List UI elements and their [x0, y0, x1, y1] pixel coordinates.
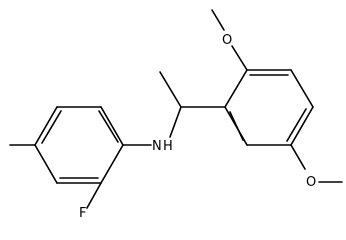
methoxy-bottom-bond-ring: [290, 144, 306, 170]
hydrogen-label: H: [163, 139, 173, 154]
oxygen-bottom-label: O: [306, 175, 316, 190]
nitrogen-label: N: [152, 139, 162, 154]
amine-methine-bond: [169, 106, 182, 138]
oxygen-top-label: O: [222, 33, 232, 48]
fluorine-bond: [86, 182, 102, 209]
chemical-structure-diagram: N H F O O: [9, 9, 343, 219]
fluorine-label: F: [79, 206, 86, 219]
methyl-bond-chiral: [159, 71, 182, 108]
methoxy-top-bond-methyl: [211, 9, 225, 31]
dimethoxy-phenyl-ring: [224, 69, 314, 146]
methoxy-top-bond-ring: [231, 45, 248, 71]
fluoro-methyl-phenyl-ring: [34, 106, 124, 184]
